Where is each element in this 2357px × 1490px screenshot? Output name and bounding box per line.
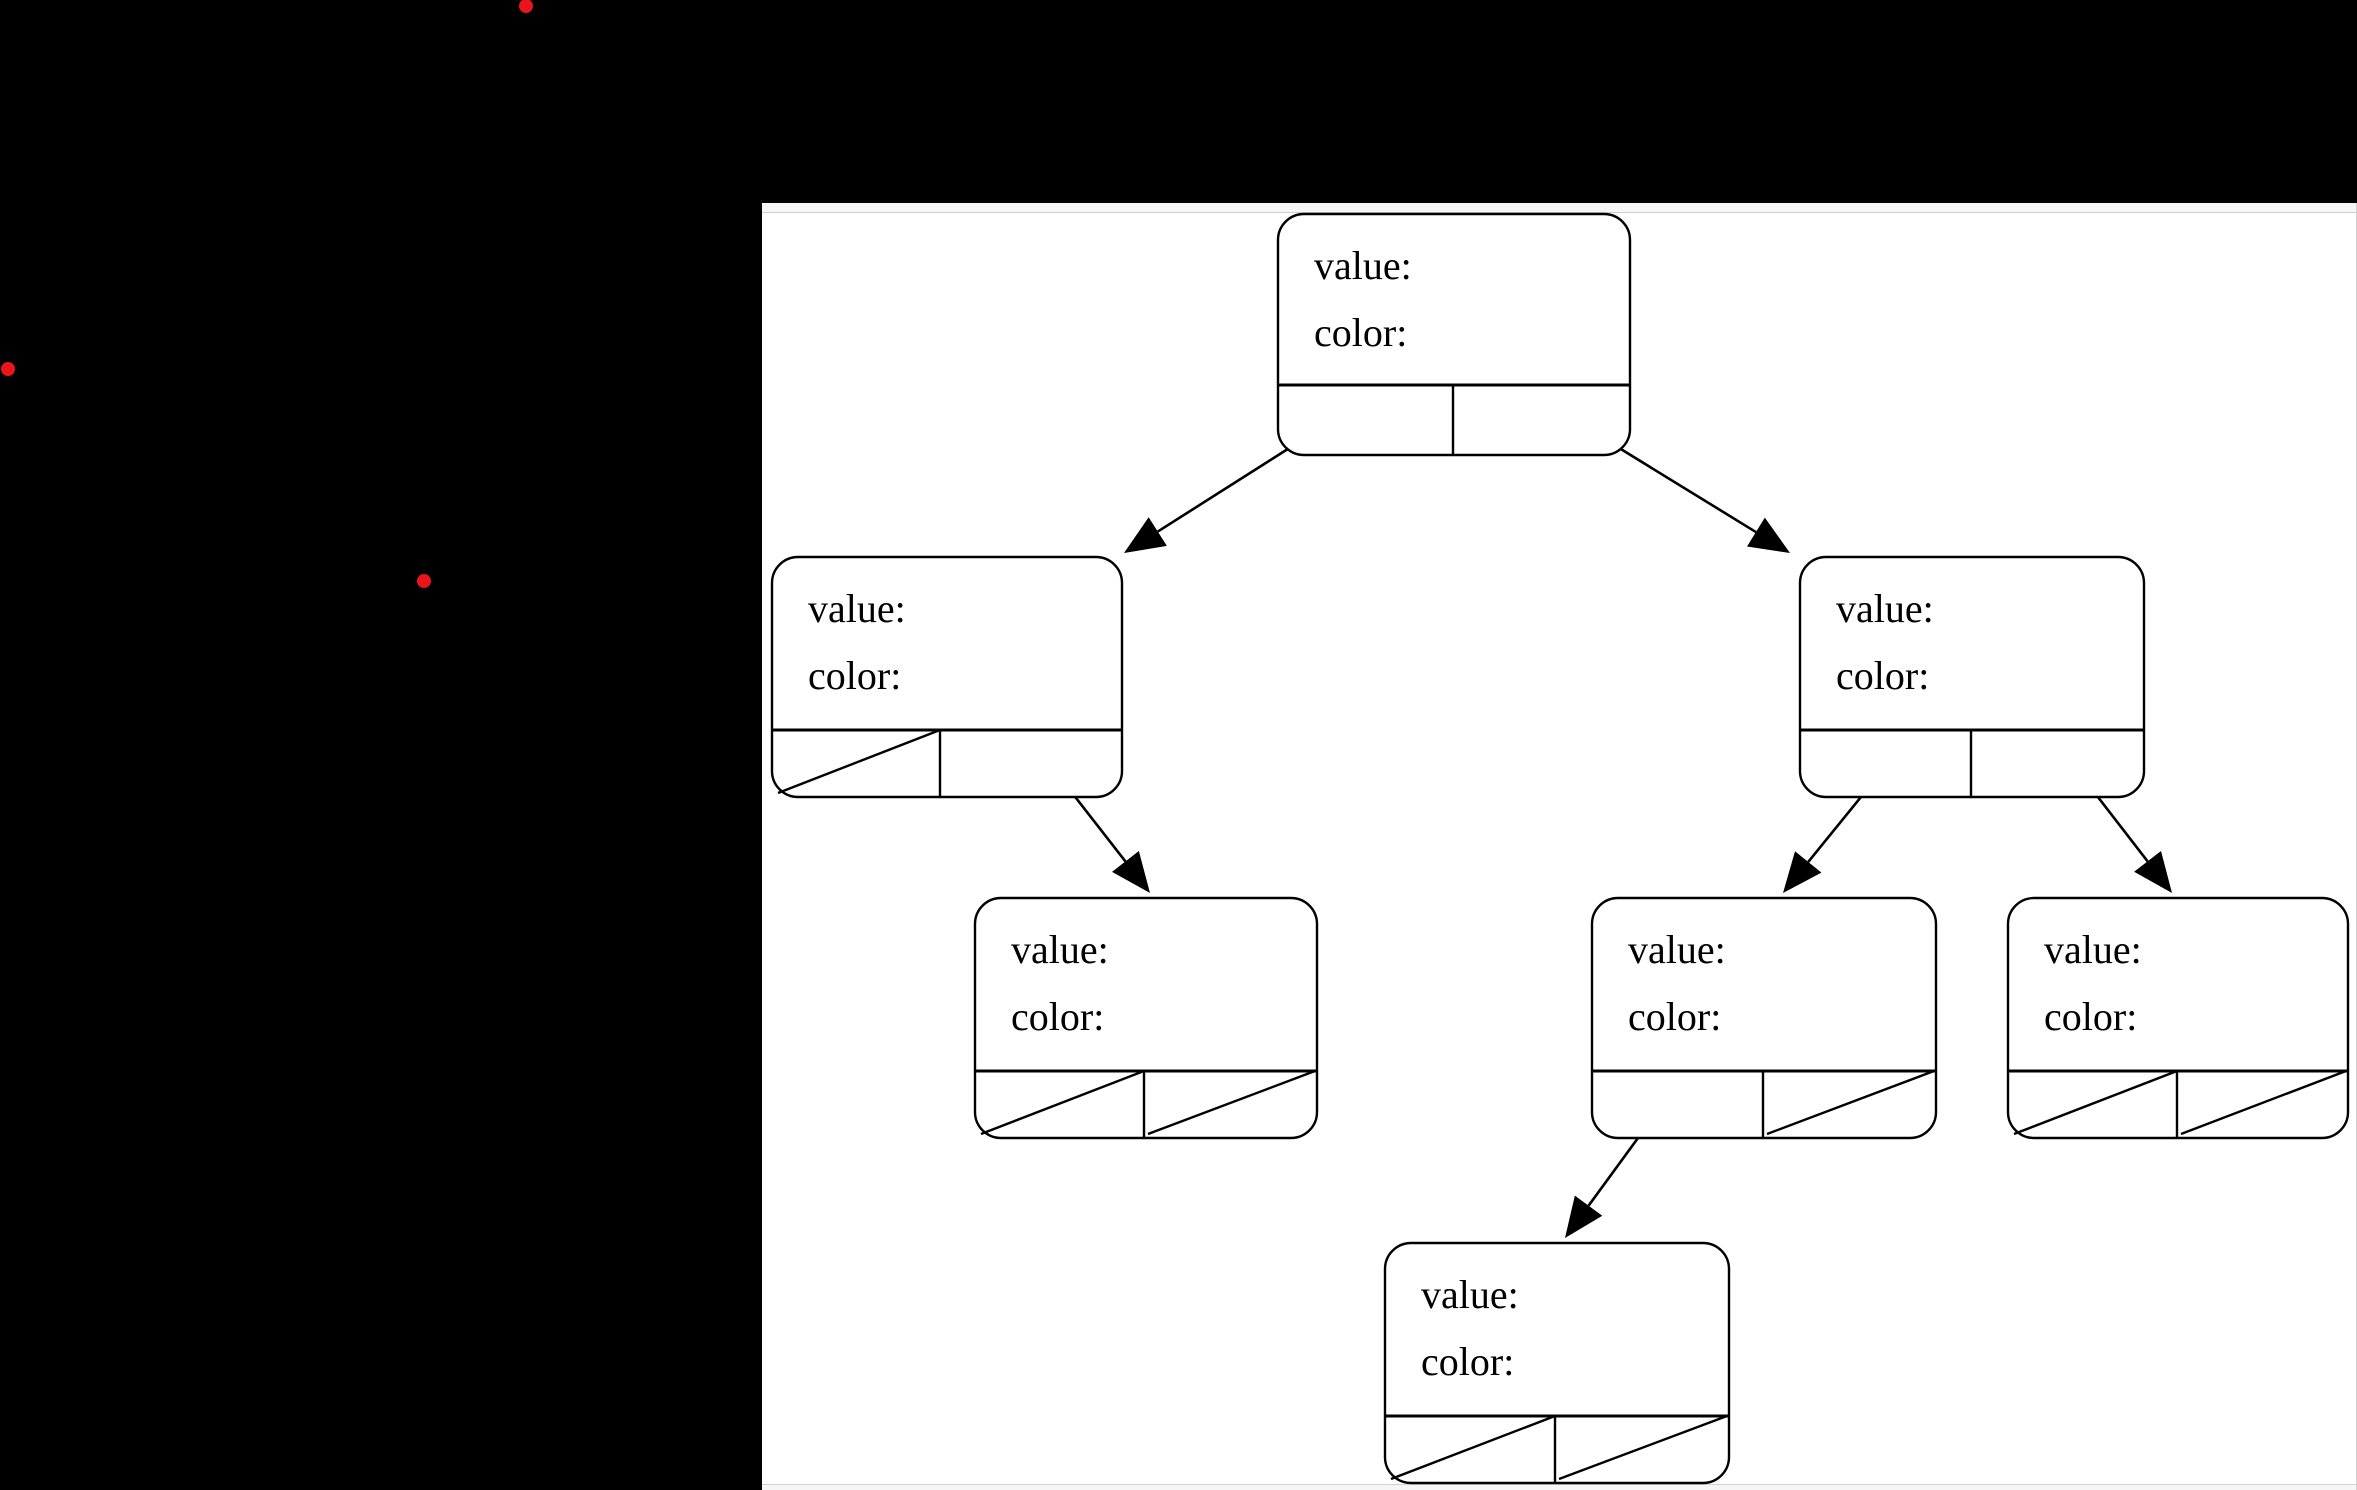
tree-node-root-color-label: color: (1314, 310, 1407, 355)
tree-node-right-left-right-null-slash (1766, 1069, 1935, 1136)
edge-left-to-lr-arrowhead (1112, 850, 1150, 893)
diagram-panel[interactable]: value:color:value:color:value:color:valu… (762, 203, 2357, 1490)
marker-dot-top (519, 0, 533, 13)
tree-node-right-right-value-label: value: (2044, 927, 2142, 972)
tree-node-right-left-value-label: value: (1628, 927, 1726, 972)
tree-node-right-left-left[interactable]: value: color: (1383, 1241, 1731, 1485)
tree-node-left-right-body[interactable] (973, 896, 1319, 1140)
tree-node-left-value-label: value: (808, 586, 906, 631)
edge-rl-to-rll-arrowhead (1565, 1195, 1603, 1238)
tree-node-right-left-left-body[interactable] (1383, 1241, 1731, 1485)
tree-node-right-right-left-null-slash (2013, 1069, 2178, 1136)
tree-node-right-left-left-color-label: color: (1421, 1339, 1514, 1384)
marker-dot-middle (417, 574, 431, 588)
tree-node-left-color-label: color: (808, 653, 901, 698)
tree-node-left-right-color-label: color: (1011, 994, 1104, 1039)
panel-bottom-chrome-strip (762, 1484, 2357, 1490)
tree-node-right-color-label: color: (1836, 653, 1929, 698)
tree-node-right-left[interactable]: value: color: (1590, 896, 1938, 1140)
tree-node-right-right-right-null-slash (2180, 1069, 2347, 1136)
tree-node-right-right-color-label: color: (2044, 994, 2137, 1039)
panel-top-chrome-strip (762, 203, 2357, 213)
tree-node-right-value-label: value: (1836, 586, 1934, 631)
tree-node-left-left-null-slash (777, 728, 941, 795)
edge-right-to-rr-arrowhead (2134, 850, 2172, 893)
edge-root-to-right-arrowhead (1747, 517, 1790, 553)
tree-node-right-left-left-right-null-slash (1558, 1414, 1728, 1481)
tree-node-left-right[interactable]: value: color: (973, 896, 1319, 1140)
tree-node-right-left-left-value-label: value: (1421, 1272, 1519, 1317)
binary-tree-diagram: value:color:value:color:value:color:valu… (770, 212, 2350, 1485)
tree-node-left-body[interactable] (770, 555, 1124, 799)
edge-root-to-left-arrowhead (1124, 517, 1167, 553)
tree-node-right-left-left-left-null-slash (1390, 1414, 1556, 1481)
tree-node-left-right-left-null-slash (980, 1069, 1145, 1136)
marker-dot-left (1, 362, 15, 376)
tree-node-left[interactable]: value: color: (770, 555, 1124, 799)
tree-node-right[interactable]: value: color: (1798, 555, 2146, 799)
tree-node-root[interactable]: value: color: (1276, 212, 1632, 457)
tree-node-root-value-label: value: (1314, 243, 1412, 288)
tree-node-left-right-right-null-slash (1147, 1069, 1316, 1136)
tree-node-right-left-color-label: color: (1628, 994, 1721, 1039)
tree-node-right-right[interactable]: value: color: (2006, 896, 2350, 1140)
tree-node-left-right-value-label: value: (1011, 927, 1109, 972)
edge-right-to-rl-arrowhead (1783, 851, 1822, 893)
